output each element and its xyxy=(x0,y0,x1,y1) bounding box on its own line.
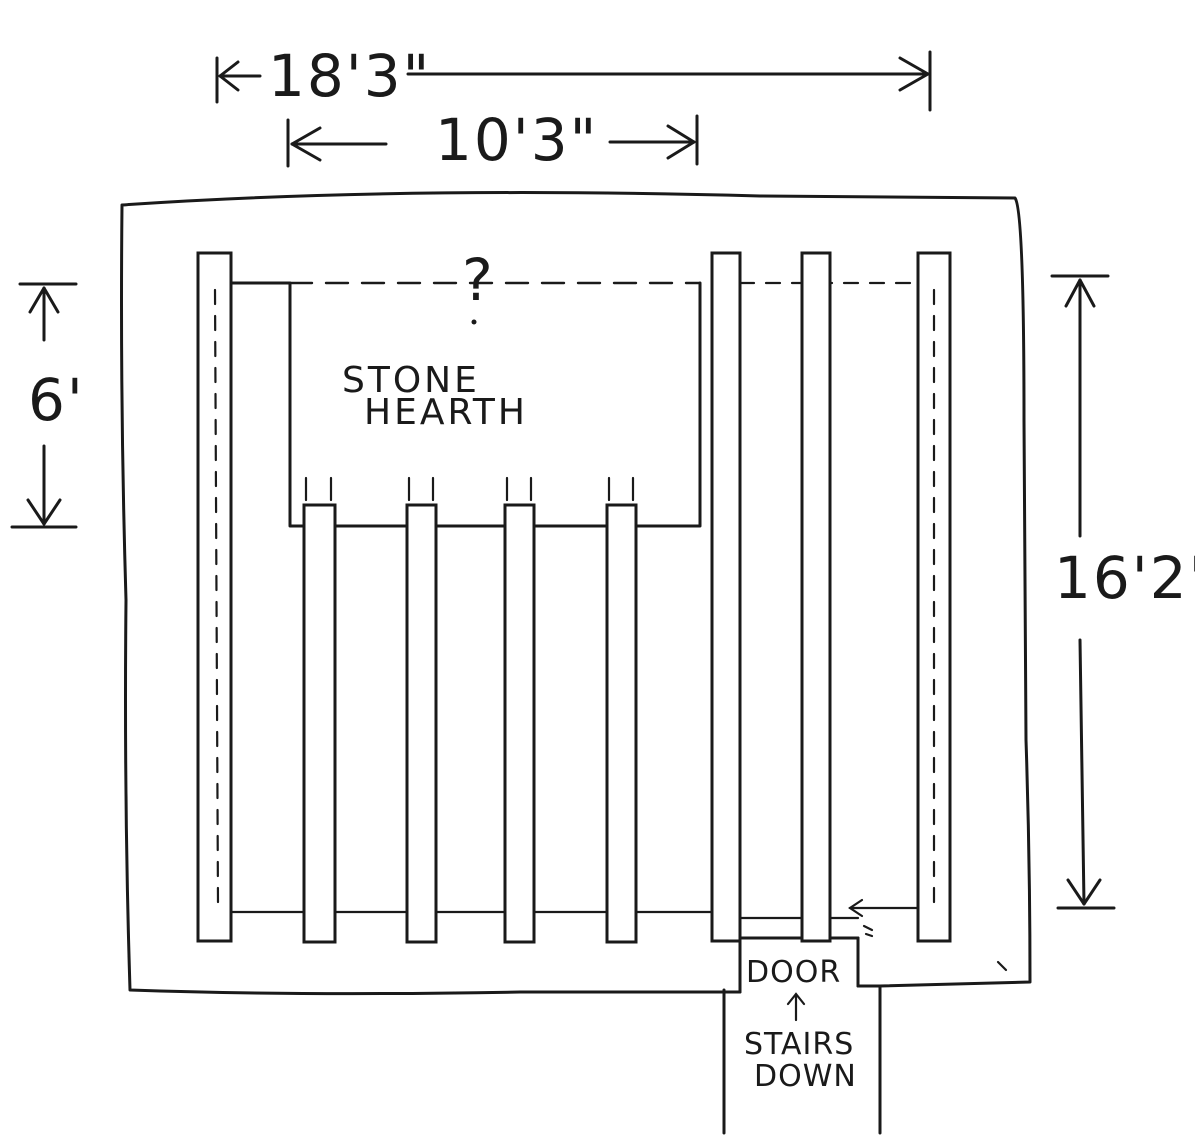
stray-mark xyxy=(862,924,874,938)
floor-bottom-arrowhead xyxy=(848,898,864,918)
joist-short-4 xyxy=(605,503,638,944)
joist-short-3-dashed xyxy=(505,476,533,502)
room-outline xyxy=(120,191,1032,996)
hearth-label-line1: STONE xyxy=(342,360,480,401)
stairs-label-line1: STAIRS xyxy=(744,1027,854,1062)
joist-short-4-dashed xyxy=(607,476,635,502)
dim-hearth-width-arrow-left xyxy=(290,126,322,162)
dim-hearth-depth-arrow-bottom xyxy=(26,498,62,526)
unknown-marker: ? xyxy=(462,246,495,314)
joist-short-3 xyxy=(503,503,536,944)
door-label: DOOR xyxy=(746,955,841,990)
dim-overall-depth-line-bottom xyxy=(1078,638,1086,906)
dim-overall-width-label: 18'3" xyxy=(268,42,431,110)
dim-overall-width-arrow-right xyxy=(898,56,930,92)
dim-hearth-depth-arrow-top xyxy=(28,286,60,314)
hearth-label-line2: HEARTH xyxy=(364,392,528,433)
unknown-marker-dot xyxy=(471,319,477,325)
stairs-up-arrow xyxy=(786,992,806,1022)
joist-short-1 xyxy=(302,503,337,944)
joist-left xyxy=(196,251,233,943)
joist-mid-right xyxy=(800,251,832,943)
stairs-label-line2: DOWN xyxy=(754,1059,857,1094)
dim-overall-depth-label: 16'2" xyxy=(1054,544,1195,612)
joist-short-2 xyxy=(405,503,438,944)
dim-overall-depth-arrow-bottom xyxy=(1066,878,1102,906)
dim-overall-width-arrow-left xyxy=(218,60,240,92)
hearth-outline xyxy=(230,281,702,528)
joist-short-1-dashed xyxy=(304,476,333,502)
joist-mid-left xyxy=(710,251,742,943)
dim-overall-depth-arrow-top xyxy=(1064,278,1096,308)
door-frame xyxy=(738,936,860,994)
stray-mark-2 xyxy=(996,960,1008,972)
dim-hearth-depth-label: 6' xyxy=(28,366,85,434)
dim-hearth-width-arrow-right xyxy=(666,124,696,160)
joist-short-2-dashed xyxy=(407,476,435,502)
dim-hearth-width-label: 10'3" xyxy=(435,106,598,174)
